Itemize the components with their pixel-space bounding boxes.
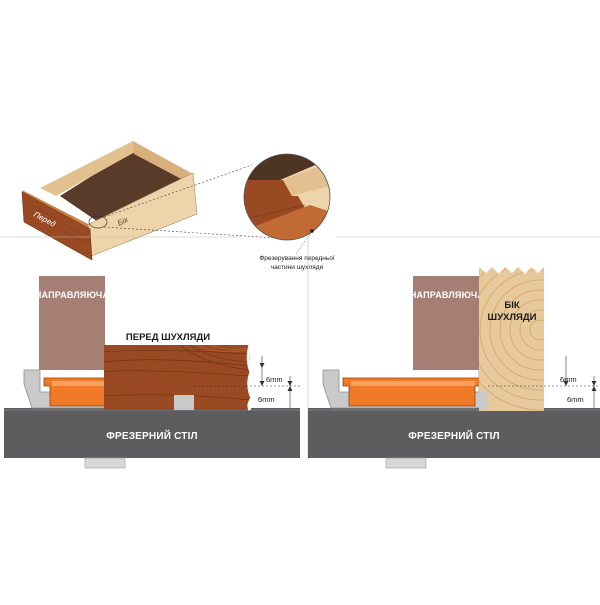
left-table-label: ФРЕЗЕРНИЙ СТІЛ [106,429,198,442]
left-workpiece-label: ПЕРЕД ШУХЛЯДИ [126,332,210,343]
left-rabbet [174,395,194,410]
joint-caption-line2: частини шухляди [271,264,324,271]
left-setup: ФРЕЗЕРНИЙ СТІЛ НАПРАВЛЯЮЧА ПЕРЕД ШУХЛЯДИ… [4,276,300,469]
drawer-right-inner [133,141,193,182]
right-workpiece-label-2: ШУХЛЯДИ [488,312,537,323]
left-fence [39,276,105,370]
joint-caption-line1: Фрезерування передньої [259,255,334,262]
right-dim-bottom: 6mm [567,395,584,404]
left-router-table [4,408,300,458]
left-dim-top: 6mm [266,375,283,384]
right-setup: ФРЕЗЕРНИЙ СТІЛ НАПРАВЛЯЮЧА [308,262,600,469]
drawer-front [21,191,93,261]
right-workpiece-label-1: БІК [504,300,519,311]
drawer-joint-marker [88,215,108,229]
magnified-joint: Фрезерування передньої частини шухляди [243,153,335,271]
right-spindle [385,457,427,469]
right-dimensions: 6mm 6mm [488,356,600,408]
right-rabbet [479,392,488,410]
right-workpiece-top-edge [479,262,544,274]
right-table-label: ФРЕЗЕРНИЙ СТІЛ [408,429,500,442]
left-spindle [84,457,126,469]
drawer-front-grain [27,202,88,245]
right-fence [413,276,481,370]
left-dim-bottom: 6mm [258,395,275,404]
right-router-table [308,408,600,458]
drawer-back [40,141,135,196]
right-fence-label: НАПРАВЛЯЮЧА [410,290,485,300]
magnifier-leaders [103,164,277,239]
drawer-illustration: Перед Бік [21,141,198,261]
right-dim-top: 6mm [560,375,577,384]
drawer-bottom [60,150,186,230]
right-workpiece [479,267,544,411]
right-cutter-highlight [351,381,475,386]
left-fence-label: НАПРАВЛЯЮЧА [35,290,110,300]
left-dimensions: 6mm 6mm [194,356,300,408]
